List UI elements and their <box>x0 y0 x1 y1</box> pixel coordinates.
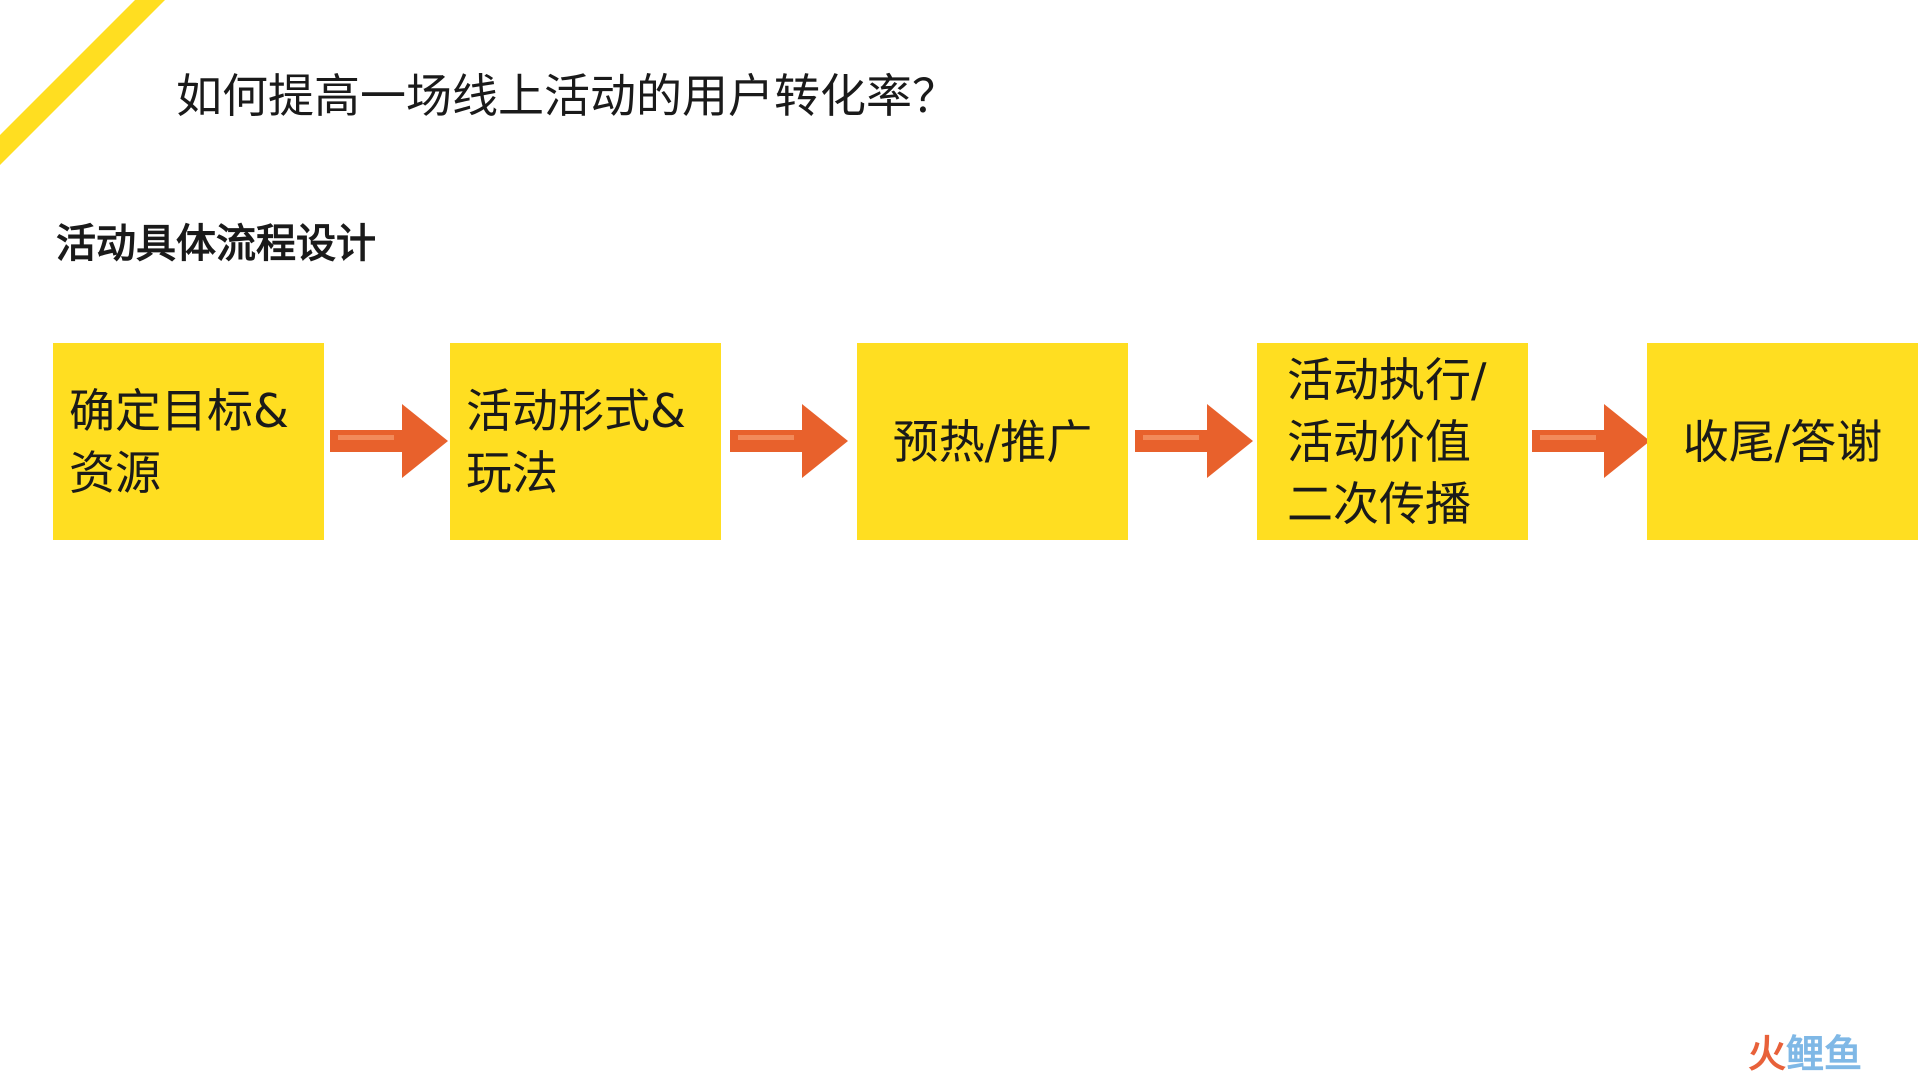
flow-step-label: 活动执行/ 活动价值 二次传播 <box>1287 352 1487 531</box>
section-subtitle: 活动具体流程设计 <box>56 221 376 267</box>
flow-step-wrapup-thanks: 收尾/答谢 <box>1647 343 1918 540</box>
page-title: 如何提高一场线上活动的用户转化率？ <box>176 69 958 123</box>
watermark-fish-chars: 鲤鱼 <box>1786 1032 1863 1076</box>
flow-step-set-goals: 确定目标& 资源 <box>53 343 324 540</box>
flow-step-label: 活动形式& 玩法 <box>466 383 686 500</box>
arrow-right-icon <box>1135 404 1253 478</box>
arrow-right-icon <box>730 404 848 478</box>
flow-step-format-gameplay: 活动形式& 玩法 <box>450 343 721 540</box>
arrow-right-icon <box>1532 404 1650 478</box>
arrow-right-icon <box>330 404 448 478</box>
flow-step-label: 预热/推广 <box>892 414 1093 469</box>
watermark-fire-char: 火 <box>1748 1032 1787 1076</box>
flow-step-warmup-promotion: 预热/推广 <box>857 343 1128 540</box>
flow-step-label: 确定目标& 资源 <box>69 383 289 500</box>
flow-step-execution-spread: 活动执行/ 活动价值 二次传播 <box>1257 343 1528 540</box>
flow-step-label: 收尾/答谢 <box>1682 414 1883 469</box>
watermark-logo: 火 鲤鱼 <box>1748 1032 1908 1076</box>
corner-stripe-decoration <box>0 0 165 165</box>
